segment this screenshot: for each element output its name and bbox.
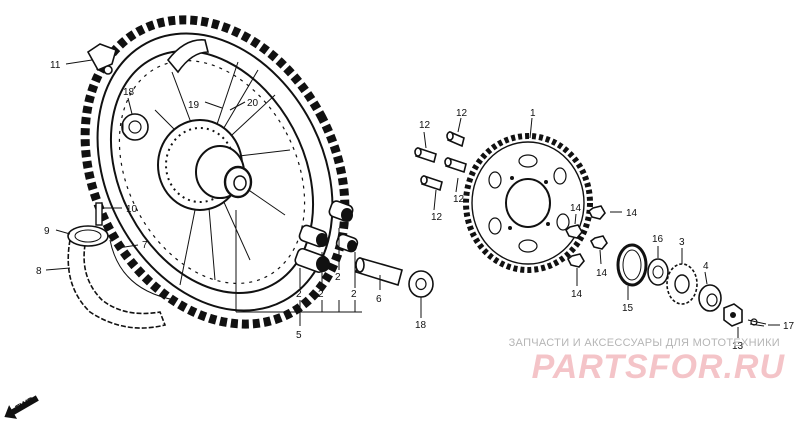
callout-20: 20 bbox=[247, 98, 259, 109]
callout-numbers: 11 18 19 20 10 9 7 8 2 2 2 2 5 6 18 12 1… bbox=[36, 60, 795, 352]
bearing-right bbox=[408, 270, 434, 298]
callout-2-d: 2 bbox=[351, 289, 357, 300]
hub-axle-hole bbox=[233, 175, 247, 191]
callout-6: 6 bbox=[376, 294, 382, 305]
leader-lines bbox=[45, 59, 780, 338]
sprocket-bolt-holes bbox=[508, 176, 550, 230]
callout-19: 19 bbox=[188, 100, 200, 111]
sprocket-bearing bbox=[647, 258, 669, 286]
callout-4: 4 bbox=[703, 261, 709, 272]
nuts bbox=[564, 205, 608, 268]
sprocket-holes bbox=[488, 154, 570, 253]
sprocket bbox=[463, 133, 593, 273]
callout-9: 9 bbox=[44, 226, 50, 237]
callout-7: 7 bbox=[142, 240, 148, 251]
sprocket-bore bbox=[505, 178, 551, 228]
tire-tube-group bbox=[67, 202, 176, 329]
collar-a bbox=[328, 200, 354, 222]
rim bbox=[109, 50, 315, 294]
callout-15: 15 bbox=[622, 303, 634, 314]
watermark: ЗАПЧАСТИ И АКСЕССУАРЫ ДЛЯ МОТОТЕХНИКИ PA… bbox=[509, 337, 786, 386]
callout-3: 3 bbox=[679, 237, 685, 248]
callout-5: 5 bbox=[296, 330, 302, 341]
callout-2-b: 2 bbox=[318, 289, 324, 300]
retainer-ring bbox=[616, 243, 648, 287]
bearing-left bbox=[121, 113, 149, 141]
callout-14-b: 14 bbox=[570, 203, 582, 214]
tire-inner bbox=[96, 32, 334, 312]
fwd-indicator: FWD bbox=[4, 394, 39, 419]
callout-8: 8 bbox=[36, 266, 42, 277]
callout-2-a: 2 bbox=[296, 289, 302, 300]
collars bbox=[294, 200, 359, 273]
stud-bolts bbox=[414, 130, 467, 192]
inner-tube bbox=[109, 239, 176, 301]
callout-11: 11 bbox=[50, 60, 61, 71]
sprocket-collar bbox=[698, 284, 722, 312]
tire-outer bbox=[80, 15, 350, 329]
callout-17: 17 bbox=[783, 321, 795, 332]
callout-14-d: 14 bbox=[571, 289, 583, 300]
fwd-arrow-icon bbox=[4, 395, 39, 419]
callout-14-a: 14 bbox=[626, 208, 638, 219]
callout-1: 1 bbox=[530, 108, 536, 119]
rear-wheel bbox=[80, 15, 350, 329]
callout-10: 10 bbox=[126, 204, 138, 215]
part-11-clip bbox=[86, 43, 117, 75]
callout-13: 13 bbox=[732, 341, 744, 352]
tube-valve bbox=[95, 202, 103, 226]
collar-b bbox=[298, 224, 328, 248]
rim-band-top bbox=[166, 39, 210, 74]
rim-strip-inner bbox=[74, 229, 102, 243]
callout-12-b: 12 bbox=[419, 120, 431, 131]
sprocket-flange bbox=[666, 263, 698, 305]
collar-c bbox=[335, 233, 359, 253]
callout-2-c: 2 bbox=[335, 272, 341, 283]
watermark-logo: PARTSFOR.RU bbox=[532, 348, 786, 386]
callout-12-c: 12 bbox=[453, 194, 465, 205]
axle-nut bbox=[723, 303, 743, 327]
tire-section bbox=[67, 238, 167, 329]
callout-18-left: 18 bbox=[123, 87, 135, 98]
axle-spacer bbox=[355, 257, 403, 287]
callout-18-right: 18 bbox=[415, 320, 427, 331]
callout-14-c: 14 bbox=[596, 268, 608, 279]
collar-d bbox=[294, 247, 330, 273]
cotter-pin bbox=[747, 318, 767, 327]
rim-strip bbox=[67, 225, 109, 247]
callout-12-d: 12 bbox=[431, 212, 443, 223]
rim-inner bbox=[118, 59, 306, 285]
callout-16: 16 bbox=[652, 234, 664, 245]
callout-12-a: 12 bbox=[456, 108, 468, 119]
watermark-caption: ЗАПЧАСТИ И АКСЕССУАРЫ ДЛЯ МОТОТЕХНИКИ bbox=[509, 337, 780, 349]
